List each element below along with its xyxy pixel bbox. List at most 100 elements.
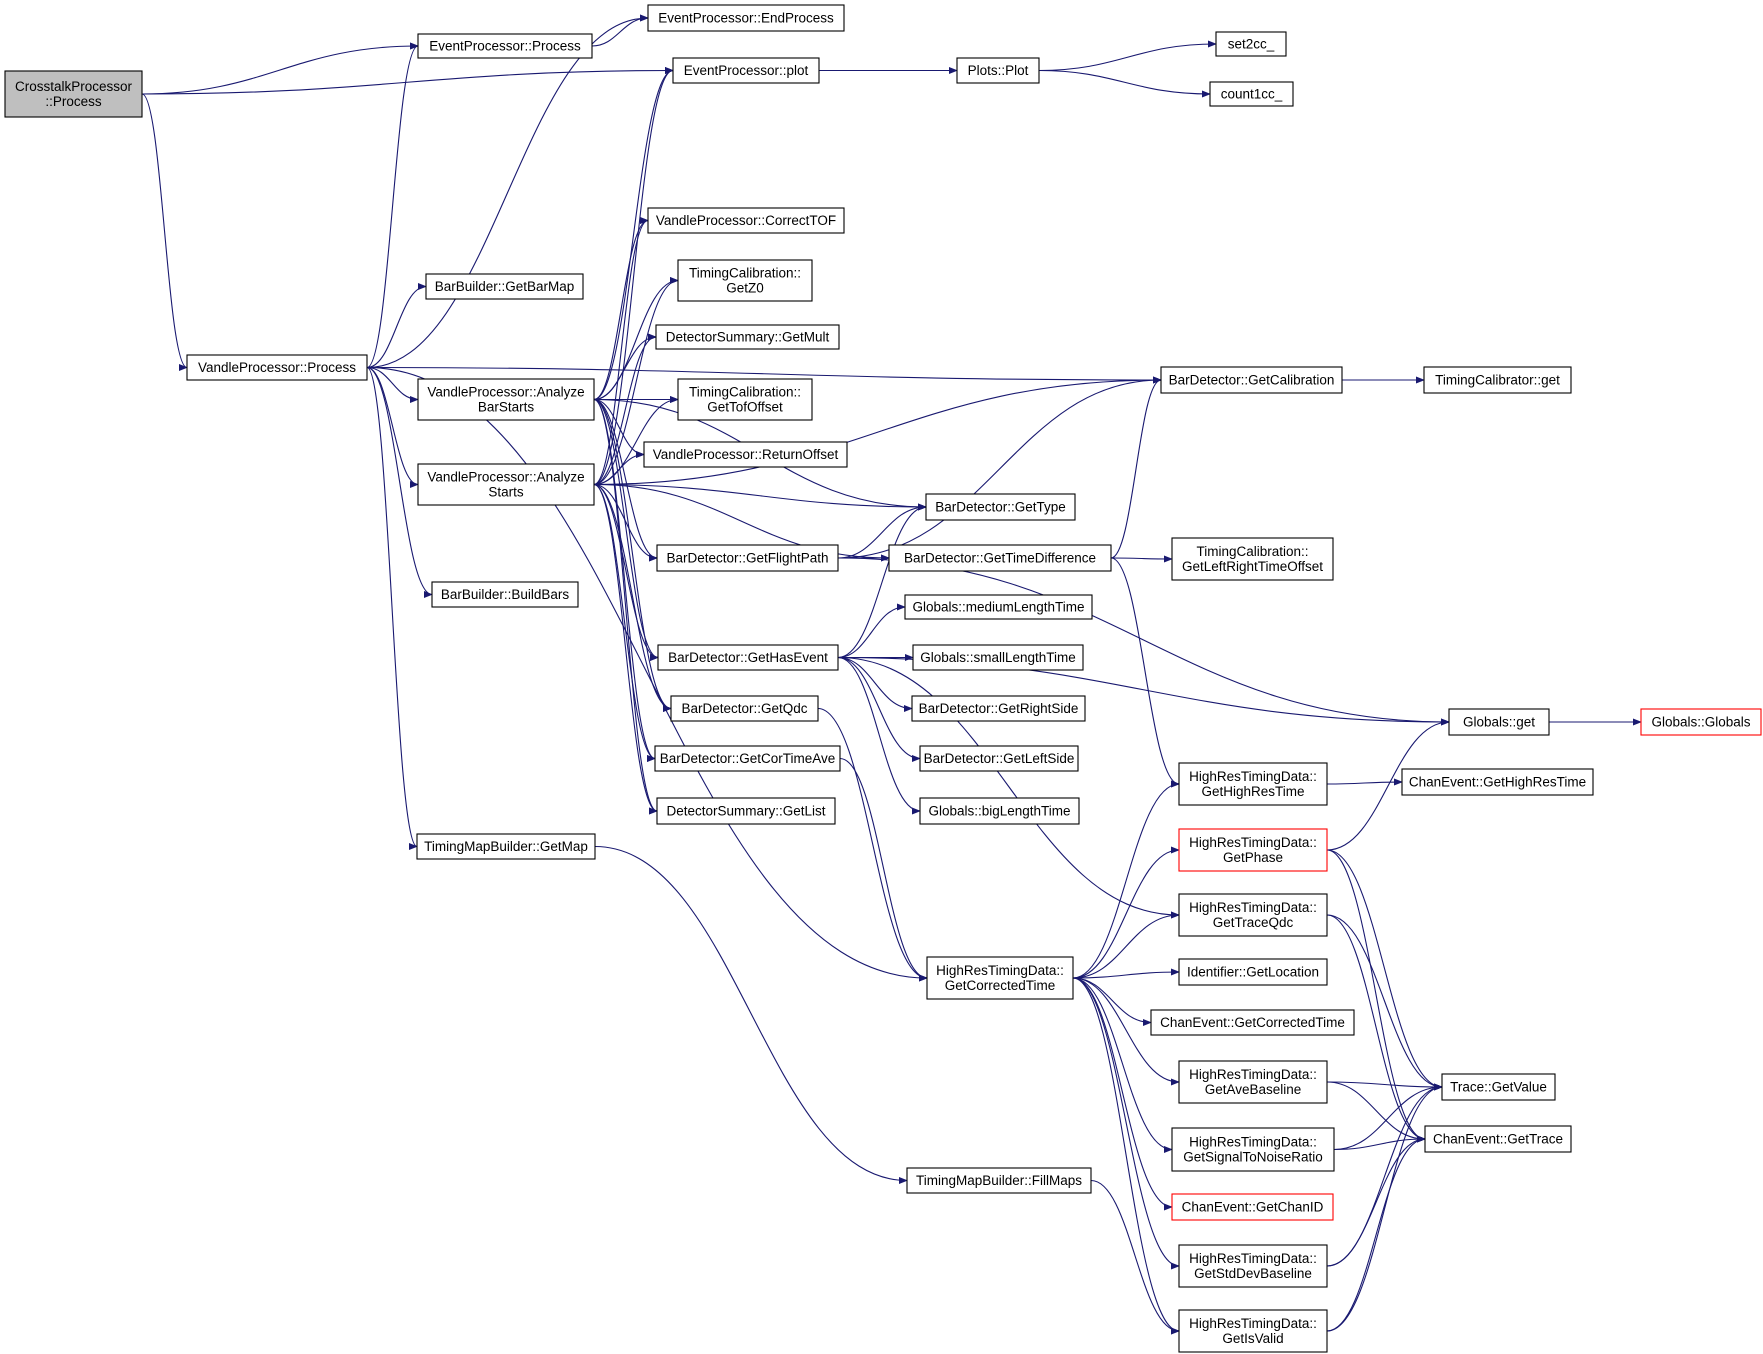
- node-box: [1423, 366, 1572, 394]
- node-box: [657, 644, 839, 671]
- node-bardetector-gettimedifference[interactable]: BarDetector::GetTimeDifference: [888, 544, 1112, 572]
- node-box: [926, 956, 1074, 1000]
- node-label-line: EventProcessor::EndProcess: [658, 11, 834, 26]
- node-identifier-getlocation[interactable]: Identifier::GetLocation: [1178, 958, 1328, 986]
- node-chanevent-getcorrectedtime[interactable]: ChanEvent::GetCorrectedTime: [1150, 1009, 1355, 1036]
- node-trace-getvalue[interactable]: Trace::GetValue: [1441, 1073, 1556, 1101]
- node-box: [1150, 1009, 1355, 1036]
- edge-vandle-analyzebarstarts-to-vandle-correcttof: [593, 216, 649, 401]
- node-label-line: HighResTimingData::: [1189, 1316, 1317, 1331]
- edge-plots-plot-to-set2cc: [1038, 40, 1217, 72]
- node-box: [925, 493, 1076, 521]
- edge-crosstalk-process-to-eventprocessor-process: [141, 42, 419, 95]
- node-bardetector-getcortimeave[interactable]: BarDetector::GetCorTimeAve: [654, 745, 841, 772]
- node-bardetector-getrightside[interactable]: BarDetector::GetRightSide: [911, 695, 1086, 722]
- edge-timingmapbuilder-getmap-to-timingmapbuilder-fillmaps: [594, 845, 908, 1185]
- node-eventprocessor-process[interactable]: EventProcessor::Process: [417, 33, 593, 59]
- node-bardetector-getqdc[interactable]: BarDetector::GetQdc: [670, 695, 819, 722]
- node-label-line: VandleProcessor::ReturnOffset: [653, 447, 839, 462]
- node-timingcalibrator-get[interactable]: TimingCalibrator::get: [1423, 366, 1572, 394]
- node-barbuilder-getbarmap[interactable]: BarBuilder::GetBarMap: [425, 273, 584, 300]
- edge-vandle-analyzestarts-to-vandle-correcttof: [593, 216, 649, 486]
- node-box: [956, 57, 1040, 84]
- edge-hrtd-gettraceqdc-to-trace-getvalue: [1326, 914, 1443, 1091]
- node-box: [1448, 708, 1550, 736]
- node-hrtd-getstddevbaseline[interactable]: HighResTimingData::GetStdDevBaseline: [1178, 1244, 1328, 1288]
- node-vandle-correcttof[interactable]: VandleProcessor::CorrectTOF: [647, 207, 845, 234]
- node-bardetector-getleftside[interactable]: BarDetector::GetLeftSide: [919, 745, 1079, 772]
- node-globals-medium[interactable]: Globals::mediumLengthTime: [904, 594, 1093, 620]
- node-set2cc[interactable]: set2cc_: [1215, 31, 1287, 57]
- edge-bardetector-getflightpath-to-bardetector-gettype: [837, 503, 927, 559]
- node-detsummary-getlist[interactable]: DetectorSummary::GetList: [656, 797, 836, 825]
- node-crosstalk-process[interactable]: CrosstalkProcessor::Process: [4, 70, 143, 118]
- node-bardetector-getcalibration[interactable]: BarDetector::GetCalibration: [1160, 366, 1343, 394]
- node-box: [1401, 768, 1594, 796]
- node-label-line: Globals::mediumLengthTime: [912, 600, 1084, 615]
- edge-bardetector-getqdc-to-hrtd-getcorrectedtime: [817, 707, 928, 982]
- node-vandle-process[interactable]: VandleProcessor::Process: [186, 354, 368, 381]
- node-box: [677, 259, 813, 302]
- edge-vandle-analyzestarts-to-bardetector-getcortimeave: [593, 483, 656, 763]
- node-hrtd-getcorrectedtime[interactable]: HighResTimingData::GetCorrectedTime: [926, 956, 1074, 1000]
- node-globals-small[interactable]: Globals::smallLengthTime: [912, 644, 1084, 671]
- edge-vandle-process-to-vandle-analyzebarstarts: [366, 366, 419, 404]
- node-timingmapbuilder-fillmaps[interactable]: TimingMapBuilder::FillMaps: [906, 1167, 1092, 1194]
- node-label-line: TimingMapBuilder::FillMaps: [916, 1173, 1082, 1188]
- node-hrtd-gethighrestime[interactable]: HighResTimingData::GetHighResTime: [1178, 762, 1328, 806]
- node-hrtd-gettraceqdc[interactable]: HighResTimingData::GetTraceQdc: [1178, 893, 1328, 937]
- node-box: [1209, 81, 1294, 107]
- node-box: [1178, 1060, 1328, 1104]
- node-label-line: HighResTimingData::: [936, 963, 1064, 978]
- node-label-line: GetPhase: [1223, 850, 1283, 865]
- node-box: [186, 354, 368, 381]
- node-count1cc[interactable]: count1cc_: [1209, 81, 1294, 107]
- node-label-line: CrosstalkProcessor: [15, 79, 133, 94]
- node-barbuilder-buildbars[interactable]: BarBuilder::BuildBars: [431, 581, 579, 608]
- node-chanevent-getchanid[interactable]: ChanEvent::GetChanID: [1171, 1193, 1334, 1221]
- edge-vandle-analyzebarstarts-to-detsummary-getlist: [593, 398, 658, 815]
- node-timingcal-gettofoffset[interactable]: TimingCalibration::GetTofOffset: [677, 378, 813, 421]
- node-box: [655, 324, 840, 350]
- edge-vandle-process-to-bardetector-getcalibration: [366, 366, 1162, 384]
- node-box: [417, 463, 595, 506]
- node-box: [1178, 1244, 1328, 1288]
- edge-hrtd-getcorrectedtime-to-hrtd-getstddevbaseline: [1072, 977, 1180, 1270]
- node-bardetector-gettype[interactable]: BarDetector::GetType: [925, 493, 1076, 521]
- node-label-line: ChanEvent::GetHighResTime: [1409, 775, 1586, 790]
- node-hrtd-getsnr[interactable]: HighResTimingData::GetSignalToNoiseRatio: [1171, 1127, 1335, 1172]
- node-vandle-returnoffset[interactable]: VandleProcessor::ReturnOffset: [643, 441, 848, 468]
- edge-vandle-analyzestarts-to-eventprocessor-plot: [593, 66, 674, 486]
- node-chanevent-gettrace[interactable]: ChanEvent::GetTrace: [1424, 1125, 1572, 1153]
- node-box: [417, 33, 593, 59]
- edge-hrtd-getphase-to-chanevent-gettrace: [1326, 849, 1426, 1143]
- node-box: [1178, 1309, 1328, 1353]
- node-eventprocessor-endprocess[interactable]: EventProcessor::EndProcess: [647, 4, 845, 32]
- node-detsummary-getmult[interactable]: DetectorSummary::GetMult: [655, 324, 840, 350]
- node-globals-globals[interactable]: Globals::Globals: [1640, 708, 1762, 736]
- node-hrtd-getavebaseline[interactable]: HighResTimingData::GetAveBaseline: [1178, 1060, 1328, 1104]
- node-chanevent-gethighrestime[interactable]: ChanEvent::GetHighResTime: [1401, 768, 1594, 796]
- node-globals-big[interactable]: Globals::bigLengthTime: [919, 797, 1080, 825]
- node-label-line: GetTofOffset: [707, 400, 783, 415]
- node-hrtd-getisvalid[interactable]: HighResTimingData::GetIsValid: [1178, 1309, 1328, 1353]
- node-box: [1178, 893, 1328, 937]
- node-timingmapbuilder-getmap[interactable]: TimingMapBuilder::GetMap: [416, 833, 596, 860]
- node-label-line: HighResTimingData::: [1189, 1251, 1317, 1266]
- node-plots-plot[interactable]: Plots::Plot: [956, 57, 1040, 84]
- edge-vandle-analyzebarstarts-to-eventprocessor-plot: [593, 66, 674, 401]
- edge-bardetector-getflightpath-to-bardetector-getcalibration: [837, 376, 1162, 559]
- node-label-line: TimingCalibration::: [689, 385, 801, 400]
- node-label-line: count1cc_: [1221, 87, 1283, 102]
- node-bardetector-getflightpath[interactable]: BarDetector::GetFlightPath: [656, 544, 839, 572]
- node-eventprocessor-plot[interactable]: EventProcessor::plot: [672, 57, 820, 84]
- node-box: [1171, 1193, 1334, 1221]
- node-timingcal-getz0[interactable]: TimingCalibration::GetZ0: [677, 259, 813, 302]
- edge-hrtd-getstddevbaseline-to-trace-getvalue: [1326, 1083, 1443, 1267]
- node-globals-get[interactable]: Globals::get: [1448, 708, 1550, 736]
- node-bardetector-gethasevent[interactable]: BarDetector::GetHasEvent: [657, 644, 839, 671]
- node-hrtd-getphase[interactable]: HighResTimingData::GetPhase: [1178, 828, 1328, 872]
- node-timingcal-getleftright[interactable]: TimingCalibration::GetLeftRightTimeOffse…: [1171, 537, 1334, 581]
